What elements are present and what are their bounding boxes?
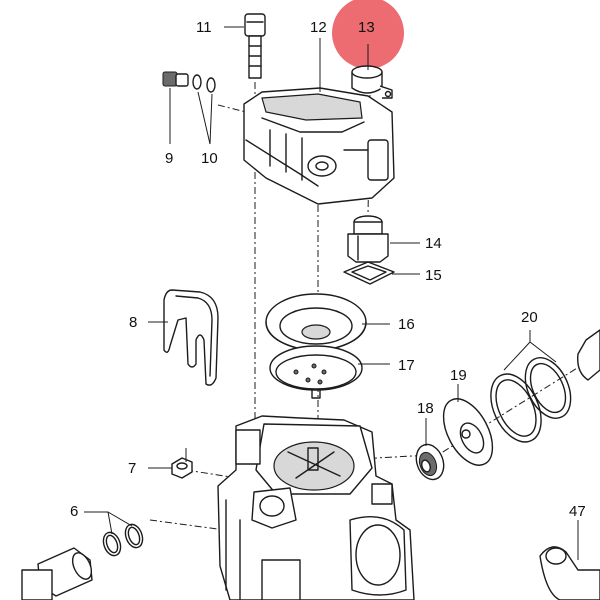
callout-19: 19: [450, 367, 467, 384]
callout-6: 6: [70, 503, 78, 520]
shaft-end: [577, 329, 600, 381]
callout-47: 47: [569, 503, 586, 520]
pump-housing: [217, 415, 415, 600]
leader-lines: [84, 26, 579, 560]
callout-7: 7: [128, 460, 136, 477]
callout-13: 13: [358, 19, 375, 36]
part-9-plug: [162, 71, 189, 87]
part-47-connecting-rod: [539, 546, 600, 600]
part-15-gasket: [343, 261, 395, 285]
callout-14: 14: [425, 235, 442, 252]
part-8-clip: [163, 289, 219, 386]
part-19-cover-plate: [442, 398, 494, 466]
part-10-washers: [192, 74, 216, 93]
part-14-valve: [347, 215, 389, 263]
callout-9: 9: [165, 150, 173, 167]
callout-10: 10: [201, 150, 218, 167]
part-6-o-rings: [102, 523, 144, 557]
callout-16: 16: [398, 316, 415, 333]
part-13-cap: [351, 65, 393, 99]
callout-12: 12: [310, 19, 327, 36]
part-16-diaphragm: [265, 293, 367, 353]
callout-15: 15: [425, 267, 442, 284]
part-11-bolt: [244, 13, 266, 79]
callout-11: 11: [196, 19, 212, 36]
callout-numbers: 11 12 13 9 10 14 15 8 16 17 20 19 18 7 6…: [70, 19, 586, 520]
part-18-bearing: [415, 443, 445, 481]
callout-18: 18: [417, 400, 434, 417]
callout-17: 17: [398, 357, 415, 374]
part-20-o-rings: [490, 357, 572, 443]
highlight-circle: [332, 0, 404, 69]
part-12-cylinder-head: [243, 87, 395, 205]
part-17-disc: [269, 345, 363, 399]
hose-fitting: [21, 547, 93, 600]
callout-8: 8: [129, 314, 137, 331]
part-7-nut: [171, 457, 193, 479]
callout-20: 20: [521, 309, 538, 326]
